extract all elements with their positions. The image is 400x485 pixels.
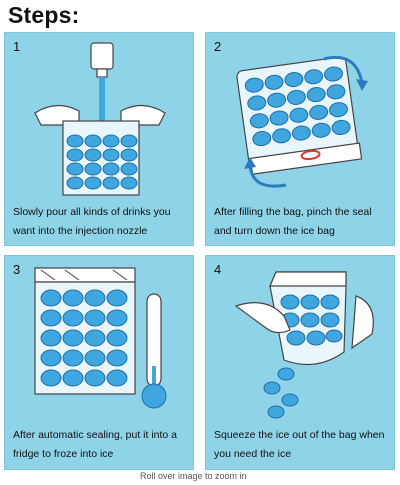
step-3-number: 3 (13, 262, 21, 277)
step-2-caption: After filling the bag, pinch the seal an… (214, 206, 372, 237)
step-3-caption: After automatic sealing, put it into a f… (13, 429, 178, 460)
step-2-panel: 2 After filling the bag, pinch the seal … (205, 32, 395, 246)
step-1-panel: 1 Slowly pour all kinds of drinks you wa… (4, 32, 194, 246)
freezing-bag-illustration (34, 267, 167, 409)
step-1-caption: Slowly pour all kinds of drinks you want… (13, 206, 171, 237)
step-2-number: 2 (214, 39, 222, 54)
step-4-number: 4 (214, 262, 222, 277)
steps-title: Steps: (8, 2, 80, 28)
zoom-hint: Roll over image to zoom in (140, 471, 247, 481)
step-3-panel: 3 After automatic sealing, put it into a… (4, 255, 194, 470)
step-4-panel: 4 Squeeze the ice out of the bag when yo… (205, 255, 395, 470)
pouring-drink-illustration (34, 42, 166, 196)
turn-bag-illustration (236, 56, 368, 188)
squeeze-ice-illustration (234, 271, 374, 419)
step-4-caption: Squeeze the ice out of the bag when you … (214, 429, 385, 460)
step-1-number: 1 (13, 39, 21, 54)
